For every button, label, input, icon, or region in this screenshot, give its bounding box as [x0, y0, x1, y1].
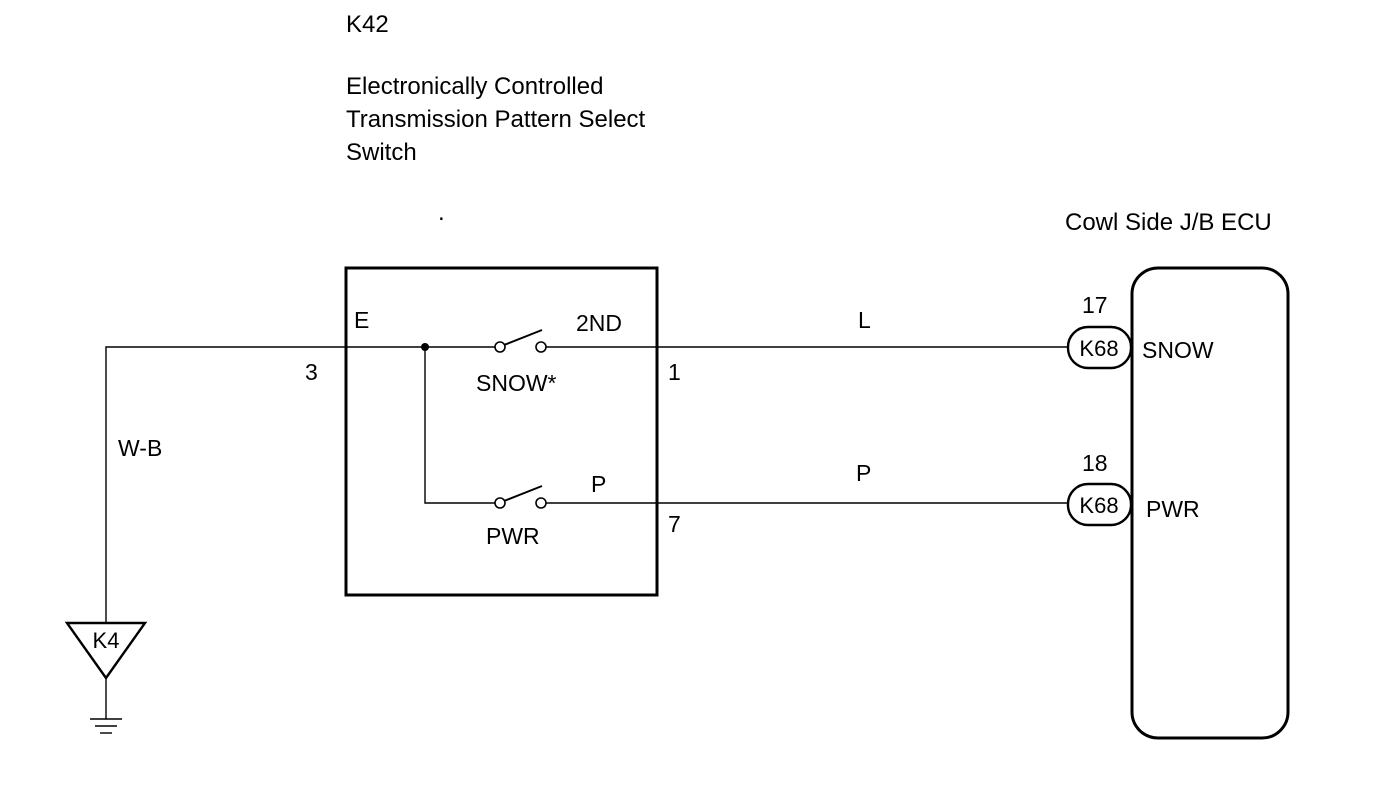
ecu-pwr-connector-pill	[1066, 482, 1133, 527]
ecu-pwr-signal: PWR	[1146, 496, 1200, 522]
pwr-switch-label: PWR	[486, 523, 540, 549]
ground-connector-label: K4	[93, 628, 120, 653]
snow-output-label: 2ND	[576, 310, 622, 336]
pin-3-number: 3	[305, 359, 318, 385]
ground-icon	[90, 718, 122, 734]
ecu-pwr-connector: K68	[1079, 493, 1118, 518]
ecu-snow-pin: 17	[1082, 292, 1108, 318]
snow-switch-contact-left	[494, 341, 506, 353]
ecu-snow-signal: SNOW	[1142, 337, 1214, 363]
ground-connector-triangle	[64, 621, 148, 681]
switch-name-line-2: Transmission Pattern Select	[346, 106, 646, 133]
ecu-snow-connector: K68	[1079, 336, 1118, 361]
snow-switch-contact-right	[535, 341, 547, 353]
ecu-name: Cowl Side J/B ECU	[1065, 209, 1272, 236]
switch-code: K42	[346, 11, 389, 38]
pin-7-number: 7	[668, 511, 681, 537]
pin-1-number: 1	[668, 359, 681, 385]
pwr-output-label: P	[591, 471, 606, 497]
switch-box	[344, 266, 659, 597]
snow-switch-lever	[503, 329, 543, 346]
ground-wire-color: W-B	[118, 435, 162, 461]
snow-wire-color: L	[858, 307, 871, 333]
switch-name-line-1: Electronically Controlled	[346, 73, 603, 100]
switch-name-line-3: Switch	[346, 139, 417, 166]
snow-switch-label: SNOW*	[476, 370, 557, 396]
ecu-pwr-pin: 18	[1082, 450, 1108, 476]
pwr-switch-contact-left	[494, 497, 506, 509]
pin-e-label: E	[354, 307, 369, 333]
pwr-switch-lever	[503, 485, 543, 502]
pwr-branch-wire	[424, 347, 495, 504]
pwr-wire-color: P	[856, 460, 871, 486]
pwr-switch-contact-right	[535, 497, 547, 509]
ecu-snow-connector-pill	[1066, 325, 1133, 370]
stray-dot: .	[438, 199, 445, 226]
ground-wire	[105, 346, 425, 622]
